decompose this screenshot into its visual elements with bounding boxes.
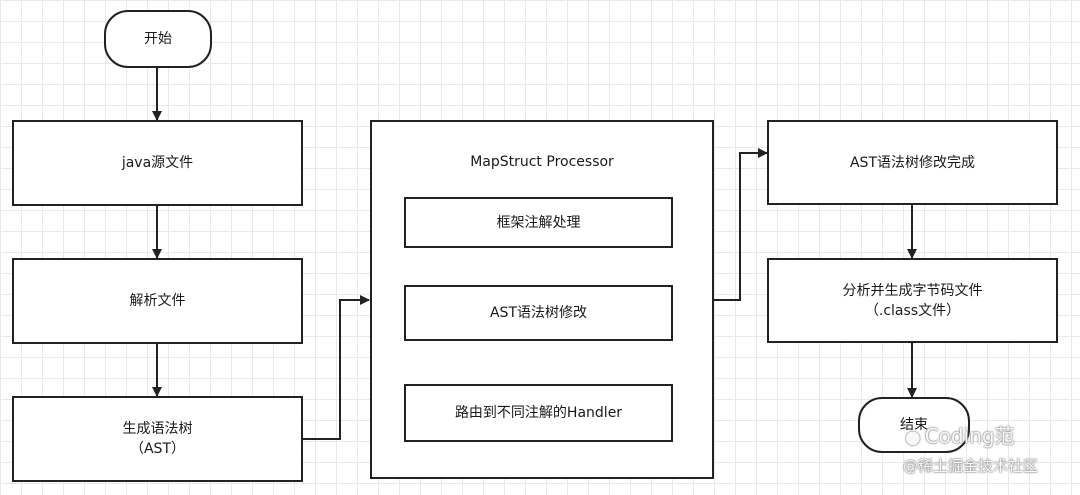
annotation-processing-label: 框架注解处理 bbox=[496, 214, 581, 231]
gen-ast-label: 生成语法树 （AST） bbox=[122, 421, 193, 457]
gen-ast-node: 生成语法树 （AST） bbox=[12, 396, 303, 482]
ast-done-label: AST语法树修改完成 bbox=[849, 154, 975, 171]
start-label: 开始 bbox=[144, 31, 172, 47]
processor-label: MapStruct Processor bbox=[470, 154, 614, 170]
parse-file-node: 解析文件 bbox=[12, 258, 303, 344]
arrow-processor-to-done bbox=[713, 148, 768, 301]
end-node: 结束 bbox=[858, 397, 970, 453]
parse-file-label: 解析文件 bbox=[129, 293, 186, 309]
wechat-icon: ● bbox=[905, 427, 921, 448]
watermark-main: ●Coding范 bbox=[905, 424, 1015, 450]
java-source-label: java源文件 bbox=[121, 155, 194, 171]
route-handler-label: 路由到不同注解的Handler bbox=[454, 405, 623, 421]
start-node: 开始 bbox=[104, 10, 212, 68]
java-source-node: java源文件 bbox=[12, 120, 303, 206]
annotation-processing-node: 框架注解处理 bbox=[404, 197, 673, 248]
route-handler-node: 路由到不同注解的Handler bbox=[404, 384, 673, 442]
ast-modify-node: AST语法树修改 bbox=[404, 285, 673, 341]
ast-modify-label: AST语法树修改 bbox=[489, 305, 587, 321]
gen-bytecode-label: 分析并生成字节码文件 （.class文件） bbox=[842, 282, 983, 319]
arrow-ast-to-processor bbox=[302, 295, 370, 440]
ast-done-node: AST语法树修改完成 bbox=[767, 120, 1058, 205]
watermark-sub: @稀土掘金技术社区 bbox=[903, 457, 1039, 475]
end-label: 结束 bbox=[900, 417, 928, 433]
watermark-main-text: Coding范 bbox=[924, 424, 1015, 448]
gen-bytecode-node: 分析并生成字节码文件 （.class文件） bbox=[767, 258, 1058, 343]
